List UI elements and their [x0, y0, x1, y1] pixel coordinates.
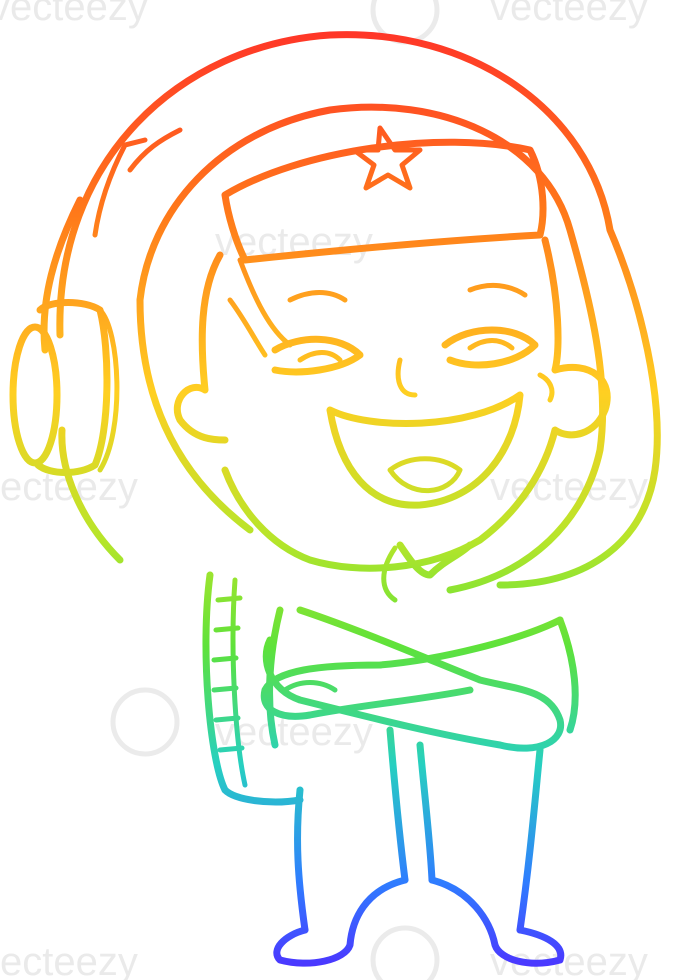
astronaut-helmet-icon [9, 31, 661, 594]
watermark-layer: vecteezy vecteezy vecteezy vecteezy vect… [0, 0, 648, 980]
watermark-text: vecteezy [0, 0, 148, 29]
watermark-logo-icon [110, 687, 180, 757]
collar [381, 541, 474, 603]
star-icon [351, 125, 423, 191]
astronaut-body [202, 571, 579, 967]
watermark-logo-icon [370, 925, 440, 980]
face [173, 236, 611, 572]
watermark-text: vecteezy [0, 940, 138, 980]
watermark-text: vecteezy [490, 0, 648, 29]
watermark-text: vecteezy [490, 465, 648, 509]
headband [221, 125, 547, 264]
